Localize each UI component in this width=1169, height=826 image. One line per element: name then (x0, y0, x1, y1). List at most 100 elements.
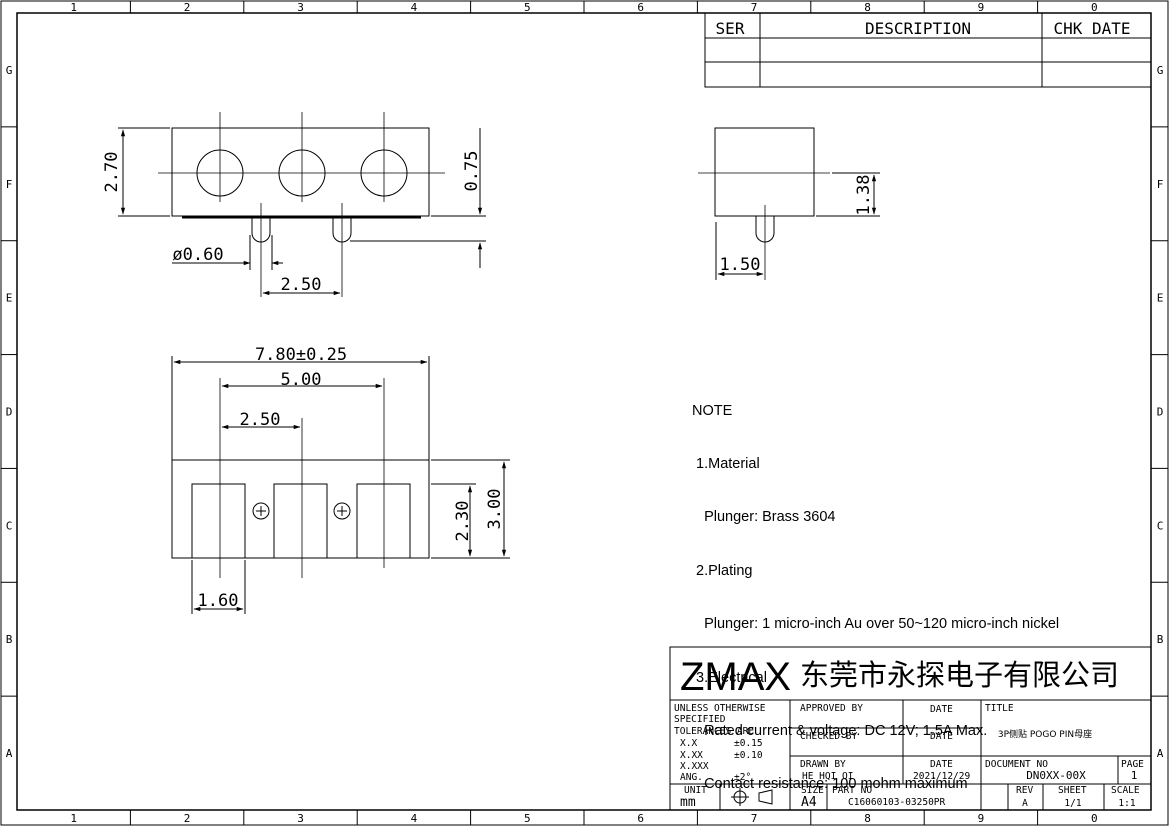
zone-row-label-right: E (1157, 292, 1164, 305)
dim-pin-diameter: ø0.60 (172, 245, 223, 265)
dim-side-height: 1.38 (854, 175, 874, 216)
side-view (698, 127, 880, 280)
approved-by-label: APPROVED BY (800, 703, 863, 714)
tol-xx-value: ±0.10 (734, 750, 763, 761)
zone-col-label-bottom: 7 (751, 812, 758, 825)
rev-value: A (1022, 798, 1028, 809)
revision-table (704, 12, 1152, 88)
dim-pad-width: 1.60 (198, 591, 239, 611)
dim-front-pitch: 2.50 (240, 410, 281, 430)
company-name: 东莞市永探电子有限公司 (800, 658, 1119, 692)
drawn-date-label: DATE (930, 759, 953, 770)
zone-col-label-bottom: 5 (524, 812, 531, 825)
tol-xx-label: X.XX (680, 750, 703, 761)
sheet-value: 1/1 (1064, 798, 1081, 809)
rev-header-description: DESCRIPTION (865, 19, 971, 38)
notes-block: NOTE 1.Material Plunger: Brass 3604 2.Pl… (692, 367, 1059, 812)
note-line: 1.Material (692, 455, 760, 472)
tolerance-header-2: SPECIFIED (674, 714, 726, 725)
title-value: 3P侧贴 POGO PIN母座 (998, 728, 1092, 740)
scale-value: 1:1 (1118, 798, 1135, 809)
zone-row-label-left: A (6, 747, 13, 760)
size-value: A4 (801, 795, 817, 810)
zone-col-label-top: 2 (184, 1, 191, 14)
zone-row-label-left: F (6, 178, 13, 191)
approved-date-label: DATE (930, 704, 953, 715)
tol-ang-value: ±2° (734, 772, 751, 783)
unit-value: mm (680, 795, 696, 810)
zone-col-label-bottom: 6 (637, 812, 644, 825)
zone-col-label-top: 3 (297, 1, 304, 14)
zone-row-label-left: E (6, 292, 13, 305)
zone-col-label-top: 1 (70, 1, 77, 14)
note-line: Rated current & voltage: DC 12V; 1.5A Ma… (692, 722, 988, 739)
page-value: 1 (1131, 769, 1138, 782)
checked-by-label: CHECKED BY (800, 731, 857, 742)
tol-xxx-label: X.XXX (680, 761, 709, 772)
title-block (669, 646, 1152, 811)
zone-row-label-left: G (6, 64, 13, 77)
title-block-text: UNLESS OTHERWISE SPECIFIED TOLERANCES AR… (674, 703, 1144, 810)
zone-row-label-right: A (1157, 747, 1164, 760)
zone-row-label-left: D (6, 406, 13, 419)
zone-col-label-top: 6 (637, 1, 644, 14)
top-view (118, 112, 486, 297)
note-line: Contact resistance: 100 mohm maximum (692, 776, 968, 793)
rev-label: REV (1016, 785, 1033, 796)
dim-side-offset: 1.50 (720, 255, 761, 275)
dim-overall-length: 7.80±0.25 (255, 345, 347, 365)
document-no-label: DOCUMENT NO (985, 759, 1048, 770)
part-no-label: PART NO (832, 785, 872, 796)
front-view (171, 356, 510, 614)
drawn-by-label: DRAWN BY (800, 759, 846, 770)
dim-plunger-offset: 0.75 (462, 151, 482, 192)
dim-outer-pitch: 5.00 (281, 370, 322, 390)
rev-header-ser: SER (716, 19, 745, 38)
zone-row-label-right: D (1157, 406, 1164, 419)
page-label: PAGE (1121, 759, 1144, 770)
zone-row-label-left: C (6, 519, 13, 532)
zone-col-label-bottom: 4 (411, 812, 418, 825)
zone-row-label-right: C (1157, 519, 1164, 532)
note-line: Plunger: 1 micro-inch Au over 50~120 mic… (692, 616, 1060, 633)
zone-row-label-left: B (6, 633, 13, 646)
dim-body-height: 3.00 (485, 489, 505, 530)
tolerance-header-3: TOLERANCES ARE (674, 726, 754, 737)
document-no-value: DN0XX-00X (1026, 769, 1086, 782)
zone-col-label-bottom: 0 (1091, 812, 1098, 825)
checked-date-label: DATE (930, 731, 953, 742)
unit-label: UNIT (684, 785, 707, 796)
scale-label: SCALE (1111, 785, 1140, 796)
note-line: 2.Plating (692, 562, 753, 579)
dim-pad-height: 2.30 (453, 501, 473, 542)
tol-x-value: ±0.15 (734, 738, 763, 749)
drawn-date-value: 2021/12/29 (913, 771, 970, 782)
zone-col-label-top: 9 (978, 1, 985, 14)
zone-row-label-right: F (1157, 178, 1164, 191)
note-line: 3.Electrical (692, 669, 767, 686)
tol-x-label: X.X (680, 738, 697, 749)
zone-col-label-bottom: 1 (70, 812, 77, 825)
note-line: Plunger: Brass 3604 (692, 509, 836, 526)
notes-heading: NOTE (692, 402, 733, 419)
sheet-label: SHEET (1058, 785, 1087, 796)
rev-header-chk-date: CHK DATE (1053, 19, 1130, 38)
zone-col-label-bottom: 2 (184, 812, 191, 825)
size-label: SIZE (801, 785, 824, 796)
zone-col-label-top: 7 (751, 1, 758, 14)
tolerance-header-1: UNLESS OTHERWISE (674, 703, 766, 714)
zone-col-label-top: 8 (864, 1, 871, 14)
zone-col-label-bottom: 3 (297, 812, 304, 825)
dim-top-height: 2.70 (102, 152, 122, 193)
zone-col-label-top: 5 (524, 1, 531, 14)
title-label: TITLE (985, 703, 1014, 714)
zone-col-label-top: 0 (1091, 1, 1098, 14)
tol-ang-label: ANG. (680, 772, 703, 783)
zone-col-label-bottom: 8 (864, 812, 871, 825)
part-no-value: C16060103-03250PR (848, 797, 946, 808)
zone-col-label-top: 4 (411, 1, 418, 14)
dim-pin-pitch: 2.50 (281, 275, 322, 295)
zone-col-label-bottom: 9 (978, 812, 985, 825)
